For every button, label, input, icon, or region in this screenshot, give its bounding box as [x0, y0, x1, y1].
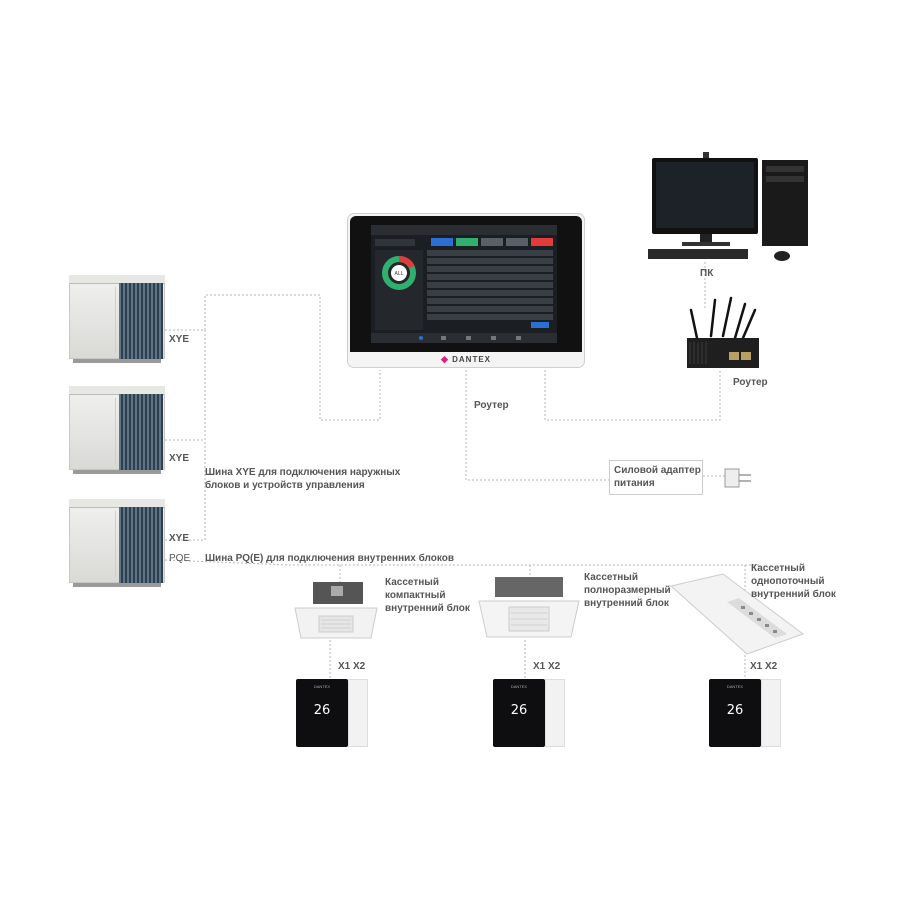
cassette1-label-line3: внутренний блок: [385, 603, 470, 614]
cassette2-label-line2: полноразмерный: [584, 585, 671, 596]
wall-thermostat-1: DANTEX 26: [296, 679, 368, 747]
cassette3-label-line1: Кассетный: [751, 563, 805, 574]
router-wire-right: [544, 370, 721, 421]
cassette1-label-line1: Кассетный: [385, 577, 439, 588]
central-control-panel: ALL ◆ DANTEX: [347, 213, 585, 368]
xye-label-3: XYE: [169, 533, 190, 544]
cassette-oneway-icon: [667, 572, 807, 656]
panel-screen: ALL: [371, 225, 557, 343]
panel-ring-label: ALL: [395, 271, 404, 277]
x1x2-label-3: X1 X2: [750, 661, 778, 672]
cassette2-label-line1: Кассетный: [584, 572, 638, 583]
panel-brand-logo: ◆ DANTEX: [440, 354, 492, 364]
x1x2-label-2: X1 X2: [533, 661, 561, 672]
x1x2-label-1: X1 X2: [338, 661, 366, 672]
router-label-center: Роутер: [474, 400, 509, 411]
thermostat-temp-2: 26: [510, 703, 528, 718]
cassette1-label-line2: компактный: [385, 590, 446, 601]
xye-label-1: XYE: [169, 334, 190, 345]
router-icon: [683, 296, 763, 372]
thermostat-temp-1: 26: [313, 703, 331, 718]
pqe-label: PQE: [169, 553, 191, 564]
xye-bus-caption-line1: Шина XYE для подключения наружных: [205, 467, 401, 478]
thermostat-temp-3: 26: [726, 703, 744, 718]
xye-branch-3: [165, 440, 206, 541]
cassette3-label-line2: однопоточный: [751, 576, 825, 587]
power-adapter-label-line2: питания: [614, 478, 655, 489]
router-wire-center: [465, 370, 610, 481]
pqe-bus-caption: Шина PQ(E) для подключения внутренних бл…: [205, 553, 455, 564]
power-adapter-label-line1: Силовой адаптер: [614, 465, 701, 476]
outdoor-unit-2: [69, 386, 165, 474]
power-adapter-box: Силовой адаптер питания: [609, 460, 703, 495]
cassette-compact-icon: [291, 580, 381, 640]
pc-label: ПК: [700, 268, 714, 279]
xye-bus-caption-line2: блоков и устройств управления: [205, 480, 365, 491]
xye-branch-2: [165, 330, 206, 441]
pc-icon: [648, 152, 814, 264]
wall-thermostat-3: DANTEX 26: [709, 679, 781, 747]
pqe-bus-wire: [164, 559, 760, 566]
cassette-fullsize-icon: [475, 575, 583, 643]
wall-thermostat-2: DANTEX 26: [493, 679, 565, 747]
router-label-right: Роутер: [733, 377, 768, 388]
plug-icon: [723, 465, 753, 489]
outdoor-unit-1: [69, 275, 165, 363]
cassette2-label-line3: внутренний блок: [584, 598, 669, 609]
xye-label-2: XYE: [169, 453, 190, 464]
cassette3-label-line3: внутренний блок: [751, 589, 836, 600]
outdoor-unit-3: [69, 499, 165, 587]
